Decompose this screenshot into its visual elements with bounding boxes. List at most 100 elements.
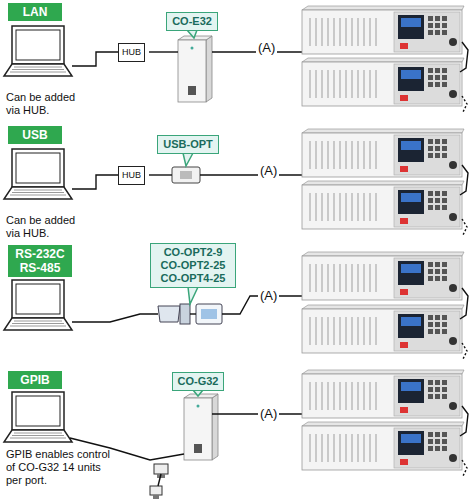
interface-tab: RS-232C RS-485 [8,245,72,277]
panel-button [435,276,440,281]
laptop-keys [10,326,66,327]
vent-slot [321,317,323,345]
vent-slot [309,70,311,98]
vent-slot [309,141,311,169]
laptop-keys [14,321,62,322]
unit-top [302,305,464,309]
node-text: RS-232C RS-485 [14,247,66,275]
vent-slot [351,264,353,292]
panel-knob [449,454,457,462]
panel-button [435,394,440,399]
vent-slot [363,70,365,98]
unit-top [302,370,464,374]
power-switch [400,43,408,49]
node-text: HUB [122,170,141,181]
panel-button [442,205,447,210]
adapter-body [172,167,200,183]
display-content [401,141,421,150]
vent-slot [345,264,347,292]
vent-slot [309,193,311,221]
vent-slot [315,141,317,169]
unit-top [302,181,464,185]
unit-top [302,129,464,133]
power-supply-unit [302,58,464,106]
unit-front [302,62,462,106]
vent-slot [351,70,353,98]
chain-cable [462,343,467,359]
panel-knob [449,284,457,292]
vent-slot [333,70,335,98]
power-switch [400,95,408,101]
panel-button [428,380,433,385]
panel-button [442,446,447,451]
chain-cable [460,42,468,72]
vent-slot [309,382,311,410]
panel-button [442,16,447,21]
panel-knob [449,402,457,410]
display-content [401,193,421,202]
panel-button [442,380,447,385]
cable-line [72,52,118,66]
panel-button [442,75,447,80]
vent-slot [327,434,329,462]
node-text: USB-OPT [163,138,213,151]
front-panel [394,311,460,351]
laptop-base [4,187,72,199]
vent-slot [363,18,365,46]
laptop-keys [14,433,62,434]
unit-switch [188,86,196,95]
display-screen [398,15,424,39]
hub-box: HUB [118,43,145,62]
product-callout: CO-E32 [166,12,218,31]
panel-button [442,262,447,267]
cable-line [212,413,302,414]
vent-slot [351,382,353,410]
panel-button [428,82,433,87]
panel-knob [449,213,457,221]
unit-top [184,394,218,398]
vent-slot [375,264,377,292]
power-supply-unit [302,252,464,300]
vent-slot [333,18,335,46]
panel-button [428,322,433,327]
panel-button [435,205,440,210]
node-text: CO-E32 [172,15,212,28]
display-content [401,317,421,326]
display-screen [398,190,424,214]
laptop-keys [10,438,66,439]
vent-slot [315,317,317,345]
panel-button [428,269,433,274]
note-text: Can be added via HUB. [6,214,88,240]
display-content [401,382,421,391]
unit-front [302,374,462,418]
vent-slot [351,434,353,462]
panel-button [442,432,447,437]
unit-front [302,309,462,353]
vent-slot [345,141,347,169]
unit-led [191,47,194,50]
plug-body [154,464,168,474]
node-text: LAN [14,5,56,19]
display-screen [398,67,424,91]
vent-slot [351,317,353,345]
panel-button [435,75,440,80]
vent-slot [369,264,371,292]
laptop-keys [10,72,66,73]
unit-led [197,405,200,408]
vent-slot [363,264,365,292]
interface-tab: LAN [8,3,62,21]
vent-slot [327,18,329,46]
laptop-keys [12,192,64,193]
panel-button [428,153,433,158]
panel-button [442,139,447,144]
laptop-keys [12,435,64,436]
vent-slot [321,141,323,169]
vent-slot [321,264,323,292]
vent-slot [369,18,371,46]
panel-button [442,315,447,320]
panel-button [428,387,433,392]
vent-slot [375,434,377,462]
laptop-keys [14,67,62,68]
vent-slot [345,382,347,410]
front-panel [394,135,460,175]
